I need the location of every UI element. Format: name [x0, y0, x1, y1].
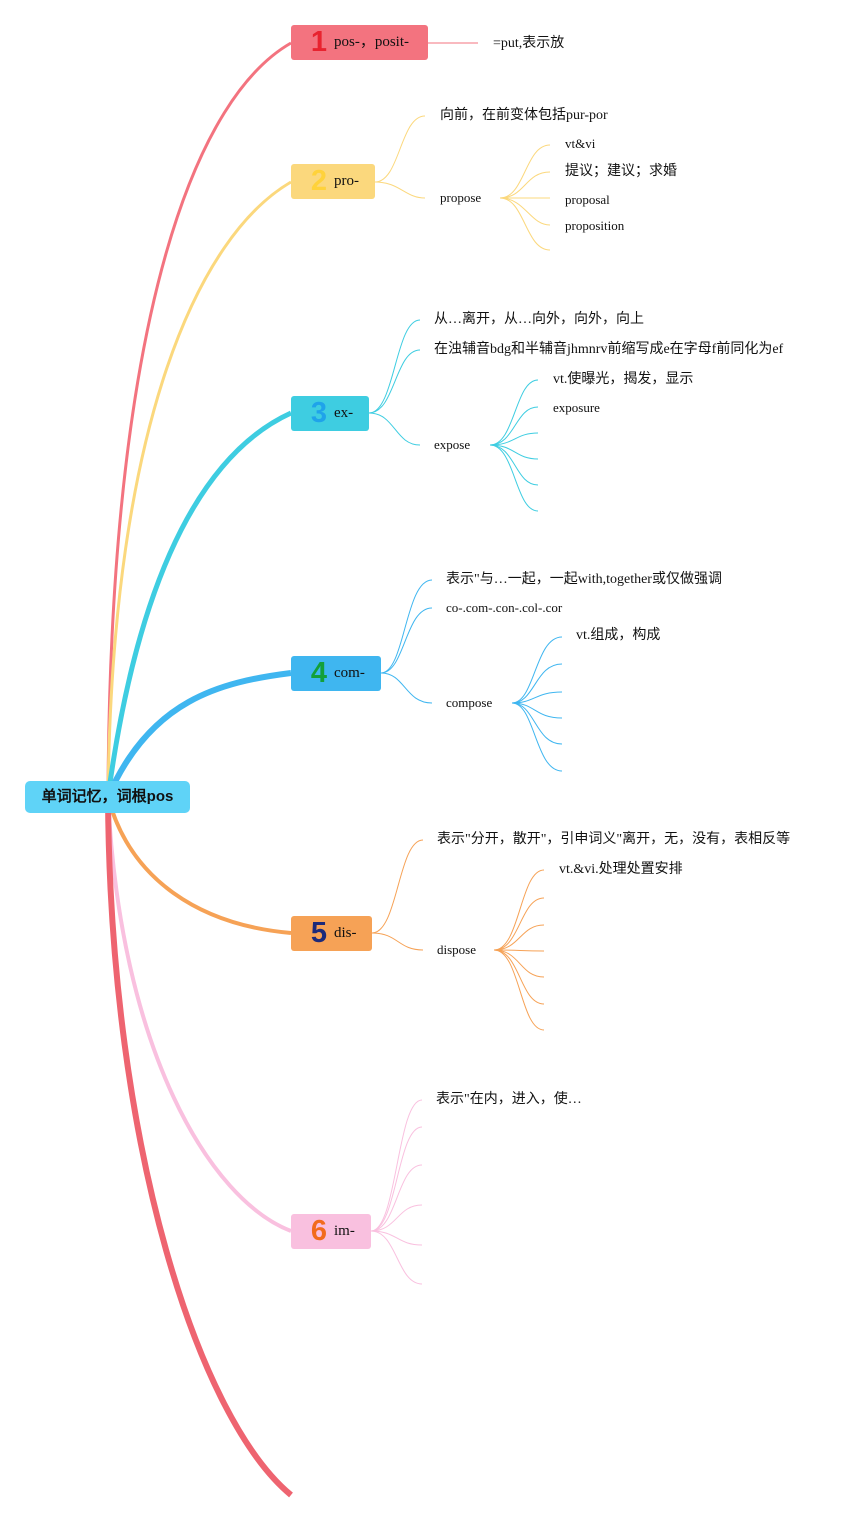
- branch-line-4: [105, 670, 292, 799]
- topic-node-1[interactable]: 1 pos-，posit-: [291, 25, 428, 60]
- word-item-3-2[interactable]: exposure: [553, 400, 600, 415]
- topic-node-6[interactable]: 6 im-: [291, 1214, 371, 1249]
- number-badge-3: 3: [310, 397, 328, 429]
- word-node-5[interactable]: dispose: [437, 942, 476, 957]
- word-item-2-3[interactable]: proposal: [565, 192, 610, 207]
- topic-node-4[interactable]: 4 com-: [291, 656, 381, 691]
- note-4-2[interactable]: co-.com-.con-.col-.cor: [446, 600, 563, 615]
- topic-node-5[interactable]: 5 dis-: [291, 916, 372, 951]
- word-item-2-2[interactable]: 提议；建议；求婚: [565, 164, 677, 179]
- branch-line-1: [106, 41, 292, 798]
- topic-label-6: im-: [334, 1223, 355, 1239]
- topic-node-3[interactable]: 3 ex-: [291, 396, 369, 431]
- word-item-2-1[interactable]: vt&vi: [565, 136, 596, 151]
- topic-node-2[interactable]: 2 pro-: [291, 164, 375, 199]
- note-2-1[interactable]: 向前，在前变体包括pur-por: [440, 108, 608, 123]
- topic-label-2: pro-: [334, 173, 359, 189]
- word-node-3[interactable]: expose: [434, 437, 471, 452]
- branch-line-3: [105, 410, 293, 798]
- note-6-1[interactable]: 表示"在内，进入，使…: [436, 1092, 582, 1107]
- branch-line-6: [106, 796, 292, 1233]
- number-badge-4: 4: [310, 657, 328, 689]
- word-item-2-4[interactable]: proposition: [565, 218, 625, 233]
- root-node[interactable]: 单词记忆，词根pos: [25, 781, 190, 813]
- number-badge-1: 1: [310, 26, 328, 58]
- topic-label-5: dis-: [334, 925, 357, 941]
- branch-line-empty: [105, 796, 293, 1498]
- word-node-2[interactable]: propose: [440, 190, 482, 205]
- number-badge-6: 6: [310, 1215, 328, 1247]
- note-5-1[interactable]: 表示"分开，散开"，引申词义"离开，无，没有，表相反等: [437, 832, 791, 847]
- branch-line-5: [106, 796, 292, 935]
- topic-label-4: com-: [334, 665, 365, 681]
- note-4-1[interactable]: 表示"与…一起，一起with,together或仅做强调: [446, 572, 722, 587]
- note-3-2[interactable]: 在浊辅音bdg和半辅音jhmnrv前缩写成e在字母f前同化为ef: [434, 342, 784, 357]
- word-node-4[interactable]: compose: [446, 695, 493, 710]
- word-item-5-1[interactable]: vt.&vi.处理处置安排: [559, 862, 683, 877]
- note-3-1[interactable]: 从…离开，从…向外，向外，向上: [434, 312, 644, 327]
- branch-line-2: [106, 180, 292, 798]
- word-item-4-1[interactable]: vt.组成，构成: [576, 628, 661, 643]
- number-badge-2: 2: [310, 165, 328, 197]
- topic-label-3: ex-: [334, 405, 354, 421]
- number-badge-5: 5: [310, 917, 328, 949]
- note-1-1[interactable]: =put,表示放: [493, 36, 565, 51]
- word-item-3-1[interactable]: vt.使曝光，揭发，显示: [553, 372, 694, 387]
- topic-label-1: pos-，posit-: [334, 34, 410, 50]
